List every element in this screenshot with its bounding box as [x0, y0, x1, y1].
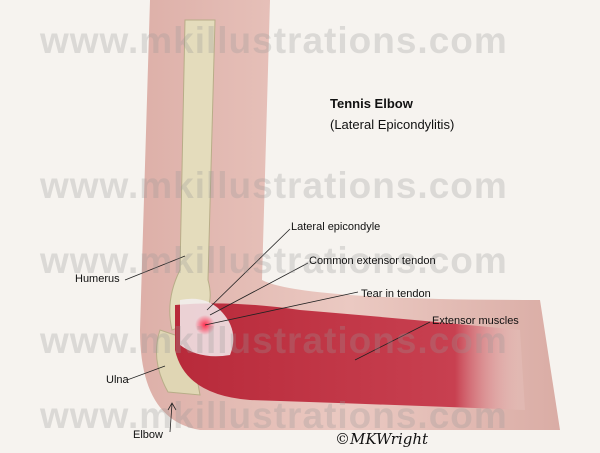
label-elbow: Elbow — [133, 429, 163, 441]
watermark: www.mkillustrations.com — [40, 320, 508, 361]
watermark: www.mkillustrations.com — [40, 395, 508, 436]
artist-signature: ©MKWright — [335, 430, 429, 448]
label-ulna: Ulna — [106, 374, 129, 386]
leader-lines — [124, 228, 431, 433]
label-common-extensor-tendon: Common extensor tendon — [309, 255, 436, 267]
label-humerus: Humerus — [75, 273, 120, 285]
label-tear-in-tendon: Tear in tendon — [361, 288, 431, 300]
watermark: www.mkillustrations.com — [40, 165, 508, 206]
watermark: www.mkillustrations.com — [40, 240, 508, 281]
label-lateral-epicondyle: Lateral epicondyle — [291, 221, 381, 233]
extensor-muscles — [175, 303, 525, 410]
label-extensor-muscles: Extensor muscles — [432, 315, 519, 327]
diagram-title: Tennis Elbow — [330, 96, 413, 111]
diagram-subtitle: (Lateral Epicondylitis) — [330, 117, 455, 132]
watermark: www.mkillustrations.com — [40, 20, 508, 61]
